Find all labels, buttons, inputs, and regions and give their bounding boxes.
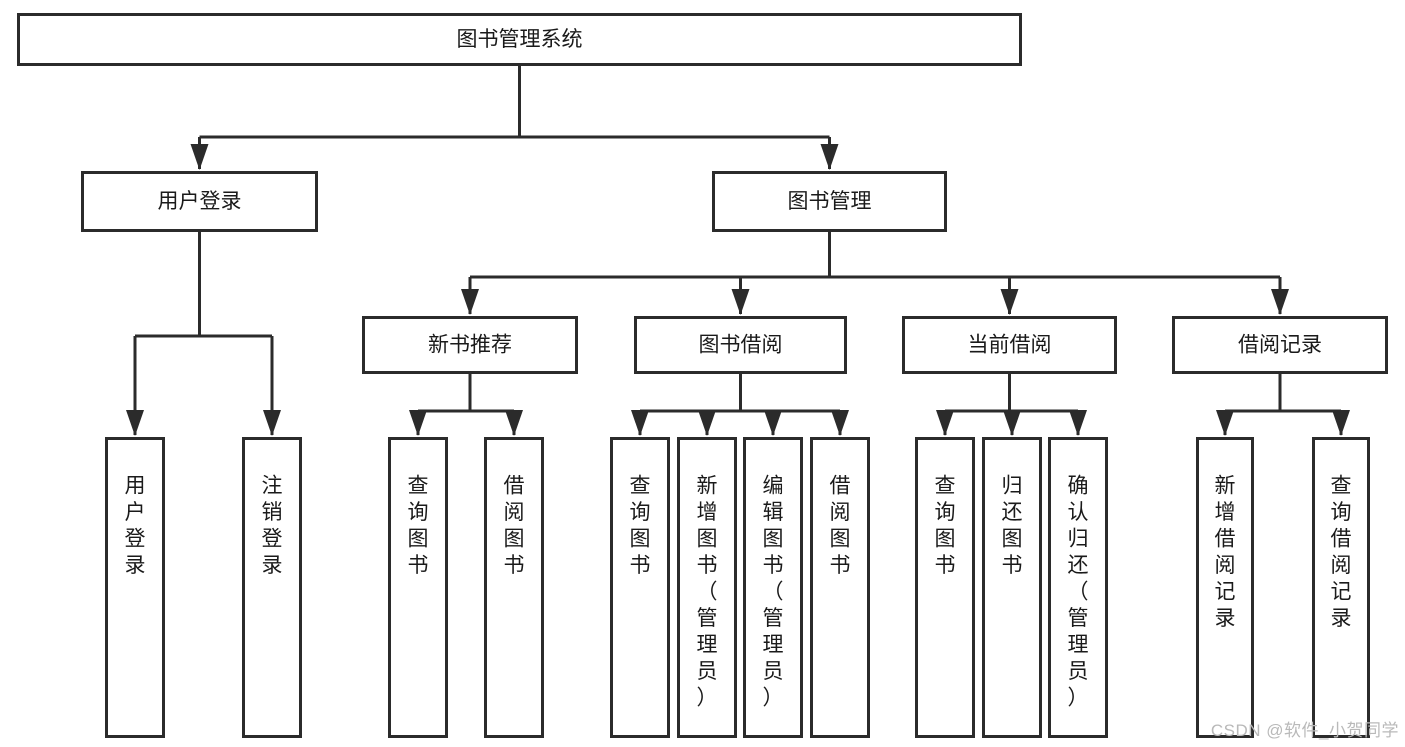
arrowhead-icon [936,410,954,436]
node-new-book-rec[interactable]: 新书推荐 [362,316,578,374]
arrowhead-icon [190,144,209,170]
edge-group-book-borrow [631,374,849,436]
node-label: 用户登录 [158,190,242,213]
node-label: 新增图书（管理员） [697,474,718,709]
node-label: 用户登录 [125,474,146,577]
arrowhead-icon [731,289,750,315]
node-label: 归还图书 [1002,474,1023,577]
arrowhead-icon [263,410,281,436]
arrowhead-icon [1216,410,1234,436]
nodes-layer: 图书管理系统用户登录图书管理新书推荐图书借阅当前借阅借阅记录用户登录注销登录查询… [17,13,1388,738]
node-label: 查询借阅记录 [1331,474,1352,630]
arrowhead-icon [764,410,782,436]
node-label: 当前借阅 [968,334,1052,357]
arrowhead-icon [461,289,479,315]
node-root[interactable]: 图书管理系统 [17,13,1022,66]
node-leaf-br-add-record[interactable]: 新增借阅记录 [1196,437,1254,738]
node-book-borrow[interactable]: 图书借阅 [634,316,847,374]
arrowhead-icon [1271,289,1289,315]
arrowhead-icon [831,410,849,436]
node-label: 查询图书 [935,474,956,577]
arrowhead-icon [409,410,427,436]
node-leaf-cb-query-book[interactable]: 查询图书 [915,437,975,738]
node-label: 查询图书 [408,474,429,577]
arrowhead-icon [505,410,523,436]
node-leaf-user-logout[interactable]: 注销登录 [242,437,302,738]
edge-group-book-manage [461,232,1289,315]
arrowhead-icon [698,410,716,436]
arrowhead-icon [126,410,144,436]
edge-group-borrow-record [1216,374,1350,436]
node-label: 图书借阅 [699,334,783,357]
arrowhead-icon [631,410,649,436]
node-label: 借阅图书 [504,474,525,577]
edge-group-current-borrow [936,374,1087,436]
node-label: 借阅图书 [830,474,851,577]
node-label: 注销登录 [262,474,283,577]
node-leaf-bb-query-book[interactable]: 查询图书 [610,437,670,738]
node-leaf-bb-borrow-book[interactable]: 借阅图书 [810,437,870,738]
node-current-borrow[interactable]: 当前借阅 [902,316,1117,374]
edge-group-root [190,66,839,170]
node-leaf-bb-edit-book[interactable]: 编辑图书（管理员） [743,437,803,738]
node-leaf-cb-return-book[interactable]: 归还图书 [982,437,1042,738]
connectors-layer [126,66,1350,436]
node-leaf-user-login[interactable]: 用户登录 [105,437,165,738]
arrowhead-icon [1003,410,1021,436]
node-leaf-br-query-record[interactable]: 查询借阅记录 [1312,437,1370,738]
node-label: 新增借阅记录 [1215,474,1236,630]
node-label: 查询图书 [630,474,651,577]
edge-group-new-book-rec [409,374,523,436]
node-user-login[interactable]: 用户登录 [81,171,318,232]
node-label: 图书管理 [788,190,872,213]
node-book-manage[interactable]: 图书管理 [712,171,947,232]
node-leaf-cb-confirm-return[interactable]: 确认归还（管理员） [1048,437,1108,738]
node-label: 新书推荐 [428,334,512,357]
node-label: 确认归还（管理员） [1068,474,1089,709]
node-leaf-bb-add-book[interactable]: 新增图书（管理员） [677,437,737,738]
edge-group-user-login [126,232,281,436]
node-label: 编辑图书（管理员） [763,474,784,709]
node-label: 图书管理系统 [457,28,583,51]
node-leaf-rec-query-book[interactable]: 查询图书 [388,437,448,738]
node-leaf-rec-borrow-book[interactable]: 借阅图书 [484,437,544,738]
arrowhead-icon [820,144,839,170]
node-label: 借阅记录 [1238,334,1322,357]
node-borrow-record[interactable]: 借阅记录 [1172,316,1388,374]
arrowhead-icon [1000,289,1019,315]
arrowhead-icon [1069,410,1087,436]
arrowhead-icon [1332,410,1350,436]
